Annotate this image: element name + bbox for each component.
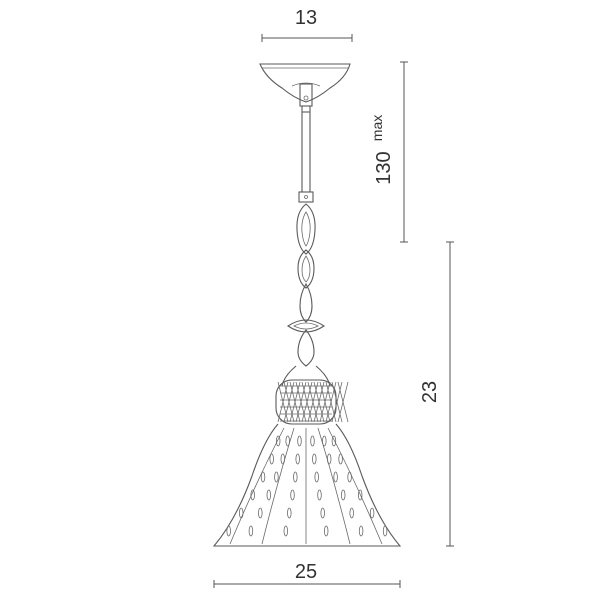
max-drop-suffix: max [369, 115, 385, 141]
canopy [259, 63, 351, 107]
max-drop-dimension: 130 max [369, 61, 408, 243]
crystal-ball [275, 365, 349, 425]
canopy-width-label: 13 [295, 7, 317, 29]
suspension-rod [298, 106, 314, 203]
shade-width-dimension: 25 [213, 561, 401, 588]
max-drop-label: 130 [373, 151, 395, 184]
canopy-width-dimension: 13 [261, 7, 353, 42]
chain [287, 203, 325, 367]
glass-shade [212, 423, 402, 547]
shade-height-label: 23 [419, 381, 441, 403]
shade-height-dimension: 23 [419, 241, 454, 547]
shade-width-label: 25 [295, 561, 317, 583]
